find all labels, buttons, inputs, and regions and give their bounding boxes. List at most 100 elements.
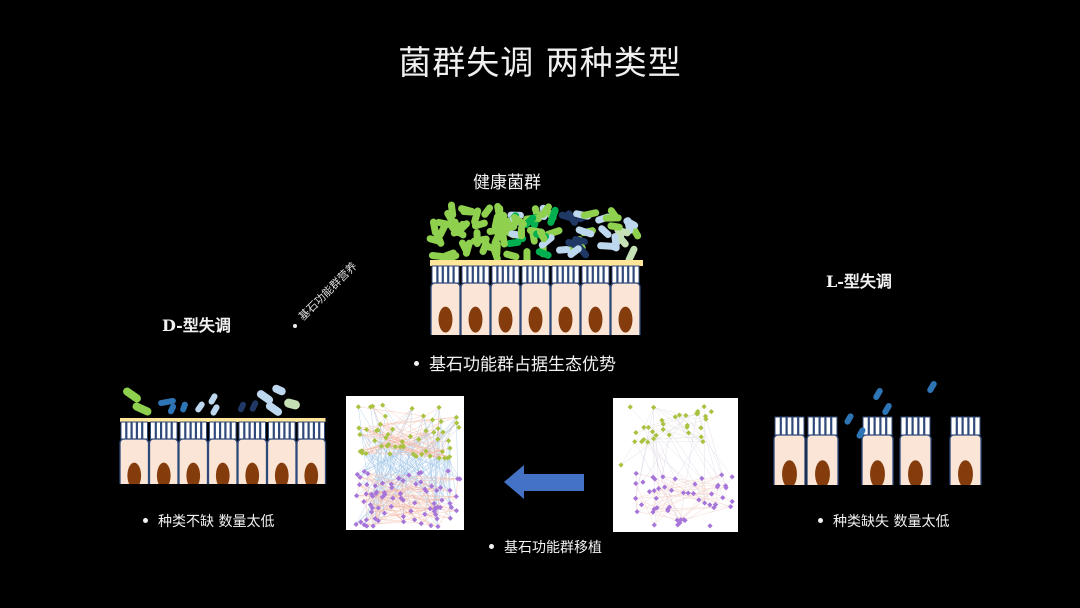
mucus-layer — [430, 260, 643, 266]
nucleus — [908, 460, 923, 485]
network-edge — [360, 477, 435, 504]
network-edge — [380, 424, 414, 455]
network-node — [447, 454, 453, 460]
network-node — [418, 520, 424, 527]
network-edge — [361, 450, 419, 474]
network-edge — [361, 408, 413, 452]
network-edge — [361, 416, 386, 452]
bacterium — [180, 401, 188, 413]
network-edge — [655, 435, 676, 479]
network-edge — [679, 413, 697, 523]
cell-body — [148, 438, 179, 484]
network-node — [680, 490, 687, 496]
left-arrow-icon — [504, 465, 584, 499]
network-edge — [416, 431, 444, 457]
bacterium — [237, 401, 247, 413]
network-edge — [359, 428, 439, 478]
network-node — [447, 515, 453, 521]
network-node — [668, 487, 675, 493]
network-edge — [680, 493, 712, 520]
network-node — [720, 495, 726, 501]
network-node — [701, 404, 707, 410]
epithelial-cell — [460, 265, 491, 335]
network-edge — [400, 493, 457, 511]
epithelial-cell — [610, 265, 641, 335]
network-node — [666, 432, 672, 438]
bacterium — [567, 245, 582, 258]
network-edge — [364, 432, 434, 472]
nucleus — [304, 462, 319, 484]
epithelial-cell — [296, 421, 327, 484]
network-node — [448, 504, 455, 510]
network-edge — [653, 407, 704, 442]
epithelial-cell — [178, 421, 209, 484]
network-edge — [408, 475, 422, 524]
network-node — [445, 455, 451, 461]
network-node — [395, 475, 402, 482]
network-node — [634, 509, 640, 515]
network-edge — [658, 485, 719, 489]
network-node — [375, 518, 381, 524]
epithelial-cell — [773, 416, 806, 485]
network-edge — [366, 514, 436, 527]
network-node — [361, 499, 367, 505]
cell-body — [899, 434, 932, 485]
bacterium — [284, 398, 300, 410]
network-edge — [449, 456, 457, 497]
network-node — [633, 430, 639, 436]
network-node — [392, 444, 398, 450]
network-node — [695, 410, 701, 417]
network-edge — [366, 508, 431, 527]
network-edge — [371, 507, 438, 513]
network-edge — [662, 423, 705, 504]
bacterium — [208, 393, 218, 405]
epithelial-cell — [806, 416, 839, 485]
bacterium — [272, 384, 286, 396]
network-node — [708, 409, 714, 415]
network-edge — [359, 484, 432, 526]
bacterium — [471, 207, 482, 226]
network-edge — [376, 487, 441, 493]
network-node — [370, 523, 376, 529]
network-edge — [440, 487, 457, 497]
epithelial-cell — [119, 421, 150, 484]
network-edge — [652, 485, 719, 513]
bacterium — [611, 233, 620, 252]
network-edge — [366, 429, 445, 459]
network-node — [672, 414, 678, 420]
nucleus — [127, 462, 142, 484]
network-edge — [642, 415, 687, 483]
network-edge — [382, 456, 450, 484]
bacterium — [575, 226, 595, 238]
l-type-epithelium-illustration — [773, 380, 982, 485]
network-edge — [380, 424, 403, 442]
network-edge — [654, 510, 669, 526]
network-node — [453, 508, 460, 514]
epithelial-cell — [490, 265, 521, 335]
network-node — [728, 504, 734, 510]
microvilli — [581, 265, 610, 284]
bacterium — [598, 225, 612, 239]
microvilli — [491, 265, 520, 284]
network-node — [641, 437, 647, 443]
network-edge — [425, 450, 450, 458]
healthy-bullet: 基石功能群占据生态优势 — [414, 350, 616, 375]
epithelial-cell — [266, 421, 297, 484]
network-edge — [663, 429, 703, 442]
network-node — [707, 502, 713, 508]
diagonal-note: 基石功能群营养 — [296, 259, 360, 324]
network-node — [435, 425, 441, 432]
network-edge — [361, 452, 437, 491]
epithelial-cell — [520, 265, 551, 335]
bacterium — [158, 397, 176, 407]
bacterium — [623, 217, 639, 229]
network-node — [672, 476, 678, 482]
network-node — [380, 402, 386, 408]
network-node — [436, 404, 442, 411]
nucleus — [618, 306, 633, 333]
l-type-bullet: 种类缺失 数量太低 — [818, 511, 949, 531]
network-node — [651, 404, 657, 410]
network-edge — [685, 415, 733, 477]
network-node — [353, 521, 359, 527]
network-node — [447, 445, 453, 451]
